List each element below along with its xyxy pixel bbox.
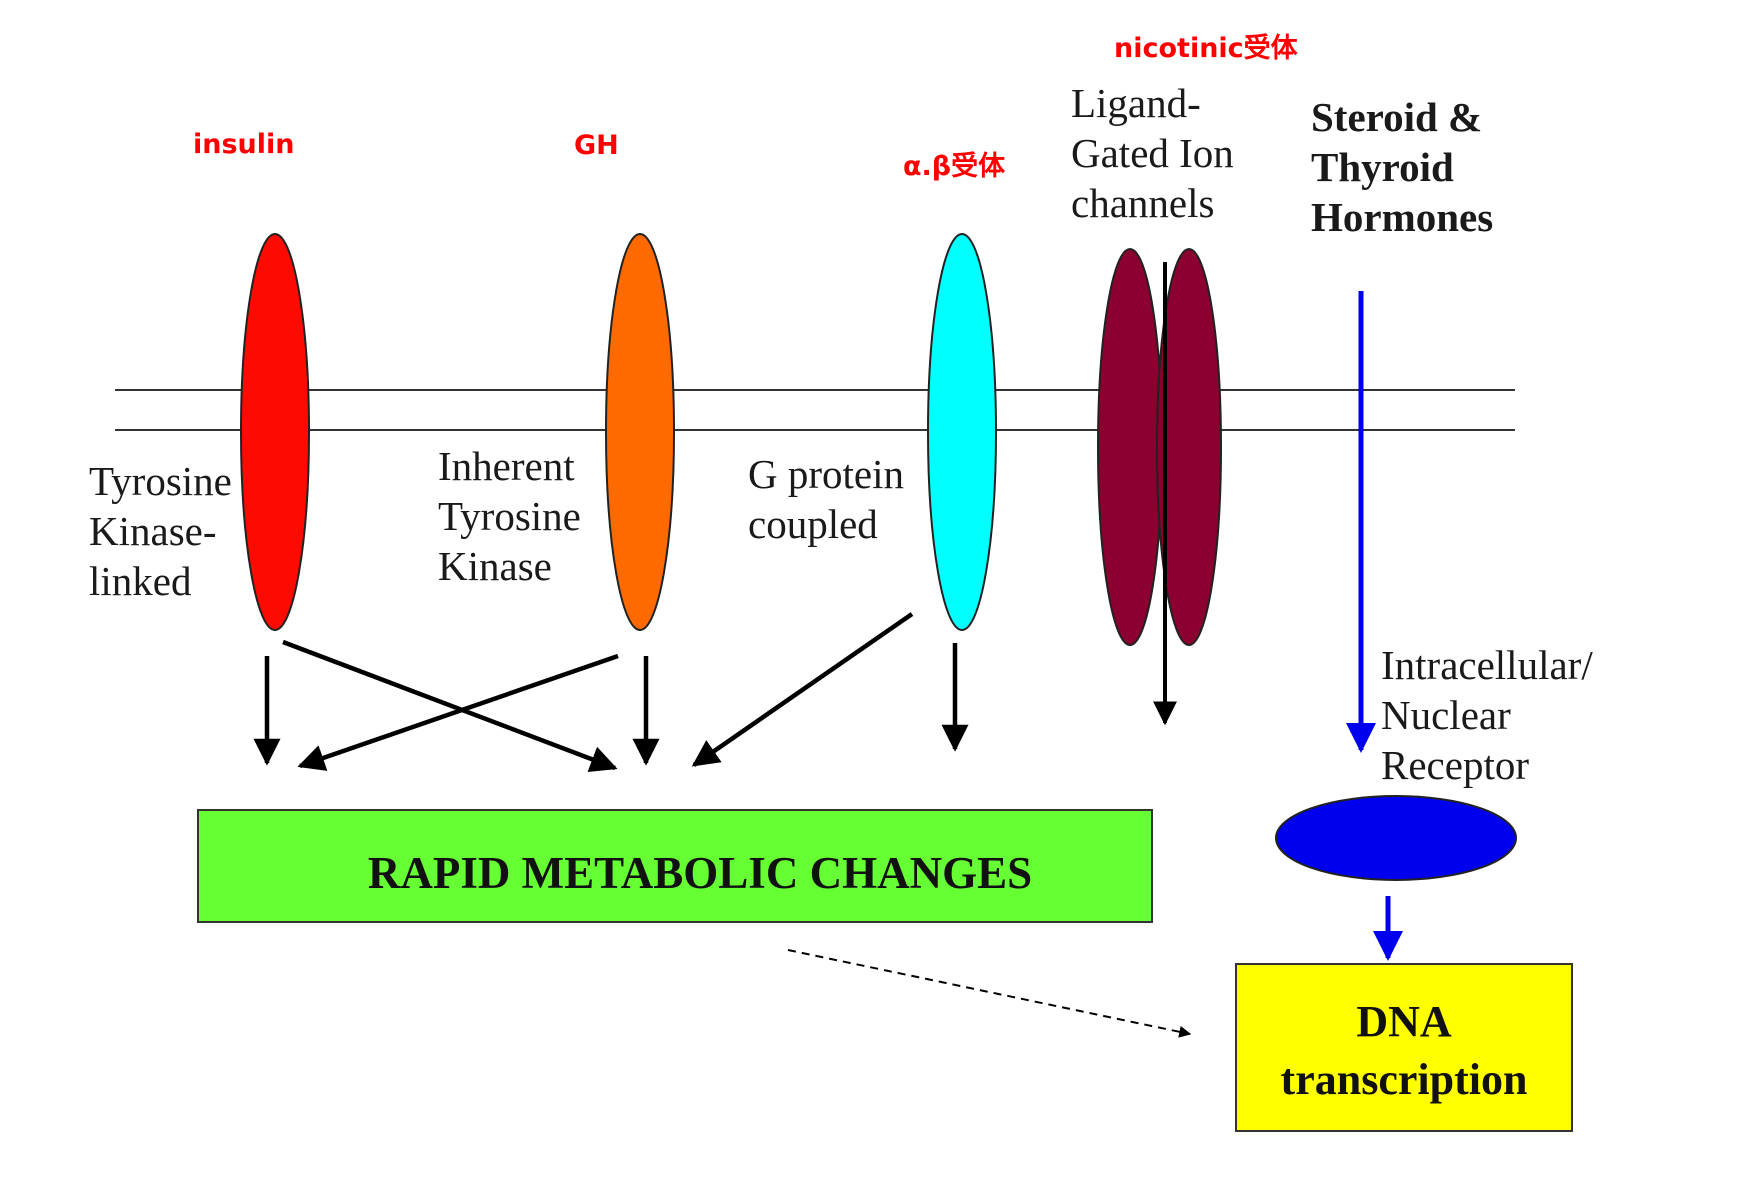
ion-channel-right-subunit [1156, 248, 1222, 646]
steroid-thyroid-hormones-label: Steroid & Thyroid Hormones [1311, 94, 1494, 240]
dna-transcription-line1: DNA [1356, 997, 1452, 1046]
g-protein-diagonal-arrow [691, 612, 914, 767]
gh-annotation: GH [574, 130, 619, 161]
dna-transcription-line2: transcription [1280, 1055, 1528, 1104]
g-protein-coupled-label: G protein coupled [748, 451, 904, 547]
inherent-kinase-cross-arrow [297, 653, 619, 771]
ligand-gated-ion-channels-label: Ligand- Gated Ion channels [1071, 80, 1234, 226]
nuclear-receptor-ellipse [1275, 795, 1517, 881]
inherent-tyrosine-kinase-label: Inherent Tyrosine Kinase [438, 443, 581, 589]
rapid-metabolic-changes-text: RAPID METABOLIC CHANGES [367, 848, 1033, 898]
g-protein-receptor-ellipse [927, 233, 997, 631]
nicotinic-receptor-annotation: nicotinic受体 [1114, 33, 1298, 64]
gh-receptor-ellipse [605, 233, 675, 631]
ion-channel-left-subunit [1097, 248, 1163, 646]
insulin-receptor-ellipse [240, 233, 310, 631]
insulin-annotation: insulin [193, 129, 295, 160]
tyrosine-kinase-cross-arrow [282, 639, 618, 772]
intracellular-nuclear-receptor-label: Intracellular/ Nuclear Receptor [1381, 642, 1593, 788]
tyrosine-kinase-linked-label: Tyrosine Kinase- linked [89, 458, 232, 604]
dna-transcription-box [1235, 963, 1573, 1132]
metabolic-to-dna-dashed-arrow [787, 949, 1192, 1038]
rapid-metabolic-changes-box [197, 809, 1153, 923]
alpha-beta-receptor-annotation: α.β受体 [903, 151, 1006, 182]
